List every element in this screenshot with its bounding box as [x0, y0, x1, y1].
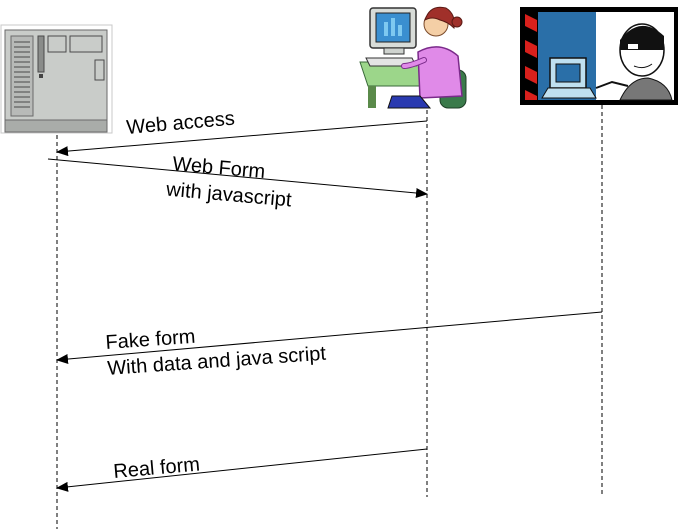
user-at-computer-icon: [359, 6, 467, 109]
svg-text:Fake form: Fake form: [105, 326, 196, 354]
svg-text:Web Form: Web Form: [172, 153, 267, 183]
message-label-web-access: Web access: [126, 108, 236, 139]
message-label-web-form: Web Form with javascript: [164, 153, 292, 212]
message-label-real-form: Real form: [113, 454, 201, 483]
server-tower-icon: [0, 24, 113, 134]
message-arrow-fake-form: [56, 311, 603, 365]
message-arrow-web-form: [47, 158, 428, 198]
message-arrow-real-form: [56, 448, 428, 492]
message-label-fake-form: Fake form With data and java script: [105, 326, 327, 380]
svg-text:with javascript: with javascript: [164, 179, 292, 212]
hacker-at-computer-icon: [520, 7, 678, 105]
message-arrow-web-access: [56, 120, 428, 157]
